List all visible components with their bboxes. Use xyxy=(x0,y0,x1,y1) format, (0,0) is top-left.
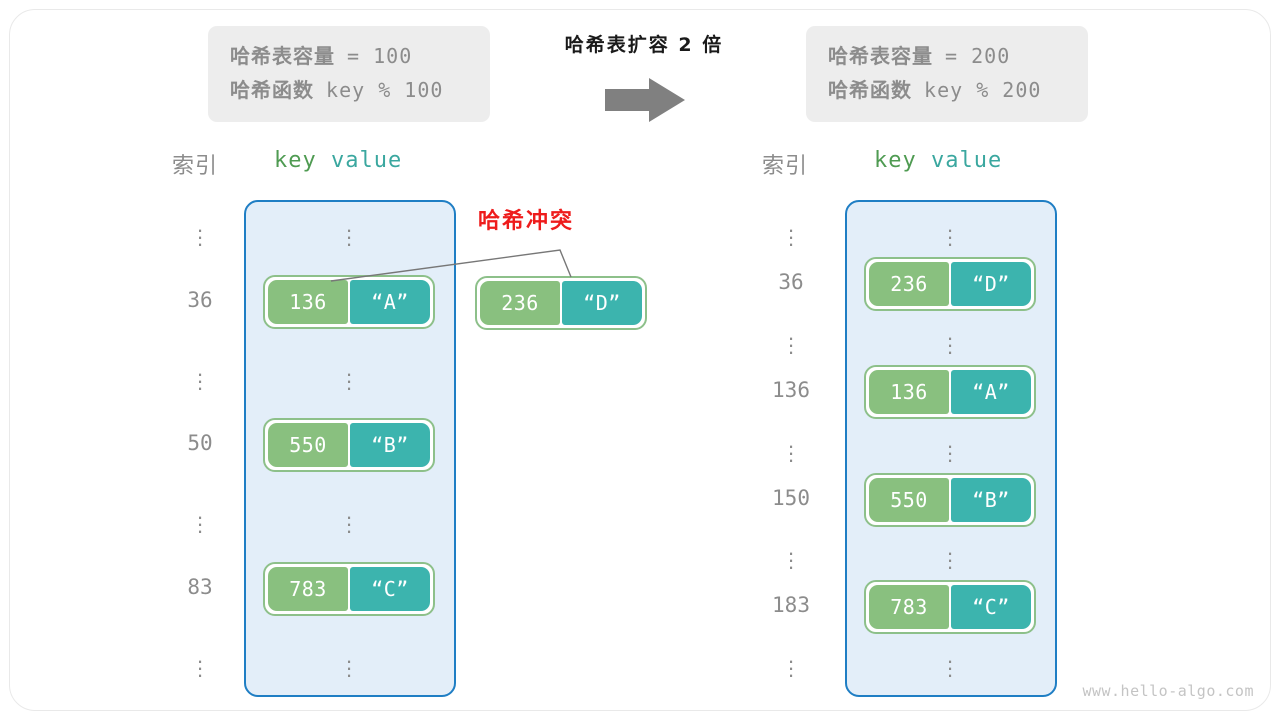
after-index-header-text: 索引 xyxy=(762,154,809,179)
before-index-header-text: 索引 xyxy=(172,154,219,179)
after-ellipsis-row-2: ... xyxy=(946,319,954,359)
before-capacity-line: 哈希表容量 = 100 xyxy=(230,39,468,73)
value-cell: “C” xyxy=(350,567,430,611)
before-entry-783[interactable]: 783“C” xyxy=(263,562,435,616)
after-index-36: 36 xyxy=(778,269,804,294)
key-cell: 136 xyxy=(268,279,348,324)
after-ellipsis-row-4: ... xyxy=(946,427,954,467)
after-ellipsis-row-0: ... xyxy=(946,212,954,251)
value-cell: “C” xyxy=(951,585,1031,630)
watermark: www.hello-algo.com xyxy=(1082,682,1254,700)
before-index-header: 索引 xyxy=(172,148,218,180)
before-index-50: 50 xyxy=(187,431,213,456)
value-cell: “A” xyxy=(350,279,430,324)
value-cell: “D” xyxy=(562,281,642,325)
after-ellipsis-index-4: ... xyxy=(787,427,795,467)
value-cell: “B” xyxy=(350,423,430,468)
after-value-header-text: value xyxy=(931,148,1003,173)
value-cell: “B” xyxy=(951,477,1031,522)
before-ellipsis-index-6: ... xyxy=(196,642,204,682)
after-ellipsis-index-6: ... xyxy=(787,535,795,575)
after-entry-783[interactable]: 783“C” xyxy=(864,580,1036,635)
before-value-header-text: value xyxy=(331,148,403,173)
after-capacity-label: 哈希表容量 xyxy=(828,44,933,68)
key-cell: 550 xyxy=(268,423,348,468)
after-ellipsis-row-8: ... xyxy=(946,643,954,683)
key-cell: 136 xyxy=(869,369,949,414)
after-ellipsis-index-0: ... xyxy=(787,212,795,251)
after-key-header-text: key xyxy=(874,148,917,173)
after-hashfn-value: key % 200 xyxy=(924,78,1042,102)
before-ellipsis-row-2: ... xyxy=(345,355,353,395)
after-index-183: 183 xyxy=(772,593,810,618)
before-ellipsis-index-4: ... xyxy=(196,499,204,539)
after-index-136: 136 xyxy=(772,377,810,402)
transition-label: 哈希表扩容 2 倍 xyxy=(564,34,724,56)
after-index-header: 索引 xyxy=(762,148,808,180)
before-capacity-value: = 100 xyxy=(347,44,413,68)
before-hashfn-label: 哈希函数 xyxy=(230,78,314,102)
colliding-entry[interactable]: 236“D” xyxy=(475,276,647,330)
after-info-box: 哈希表容量 = 200 哈希函数 key % 200 xyxy=(806,26,1088,122)
after-hashfn-line: 哈希函数 key % 200 xyxy=(828,73,1066,107)
before-hashfn-line: 哈希函数 key % 100 xyxy=(230,73,468,107)
before-info-box: 哈希表容量 = 100 哈希函数 key % 100 xyxy=(208,26,490,122)
before-hashfn-value: key % 100 xyxy=(326,78,444,102)
before-ellipsis-index-0: ... xyxy=(196,212,204,251)
key-cell: 783 xyxy=(869,585,949,630)
after-ellipsis-row-6: ... xyxy=(946,535,954,575)
after-ellipsis-index-2: ... xyxy=(787,319,795,359)
before-ellipsis-row-4: ... xyxy=(345,499,353,539)
before-ellipsis-row-6: ... xyxy=(345,642,353,682)
right-arrow-icon xyxy=(605,78,685,122)
after-hashfn-label: 哈希函数 xyxy=(828,78,912,102)
after-index-150: 150 xyxy=(772,485,810,510)
after-entry-550[interactable]: 550“B” xyxy=(864,472,1036,527)
before-index-36: 36 xyxy=(187,287,213,312)
key-cell: 236 xyxy=(480,281,560,325)
after-capacity-line: 哈希表容量 = 200 xyxy=(828,39,1066,73)
before-entry-136[interactable]: 136“A” xyxy=(263,274,435,329)
before-ellipsis-index-2: ... xyxy=(196,355,204,395)
diagram-frame xyxy=(9,9,1271,711)
after-capacity-value: = 200 xyxy=(945,44,1011,68)
after-ellipsis-index-8: ... xyxy=(787,643,795,683)
before-capacity-label: 哈希表容量 xyxy=(230,44,335,68)
collision-label: 哈希冲突 xyxy=(478,209,575,234)
key-cell: 550 xyxy=(869,477,949,522)
after-kv-header: key value xyxy=(874,148,1002,173)
key-cell: 236 xyxy=(869,261,949,306)
before-key-header-text: key xyxy=(274,148,317,173)
key-cell: 783 xyxy=(268,567,348,611)
after-entry-236[interactable]: 236“D” xyxy=(864,256,1036,311)
before-index-83: 83 xyxy=(187,575,213,599)
after-entry-136[interactable]: 136“A” xyxy=(864,364,1036,419)
before-entry-550[interactable]: 550“B” xyxy=(263,418,435,473)
value-cell: “A” xyxy=(951,369,1031,414)
before-ellipsis-row-0: ... xyxy=(345,212,353,251)
before-kv-header: key value xyxy=(274,148,402,173)
value-cell: “D” xyxy=(951,261,1031,306)
